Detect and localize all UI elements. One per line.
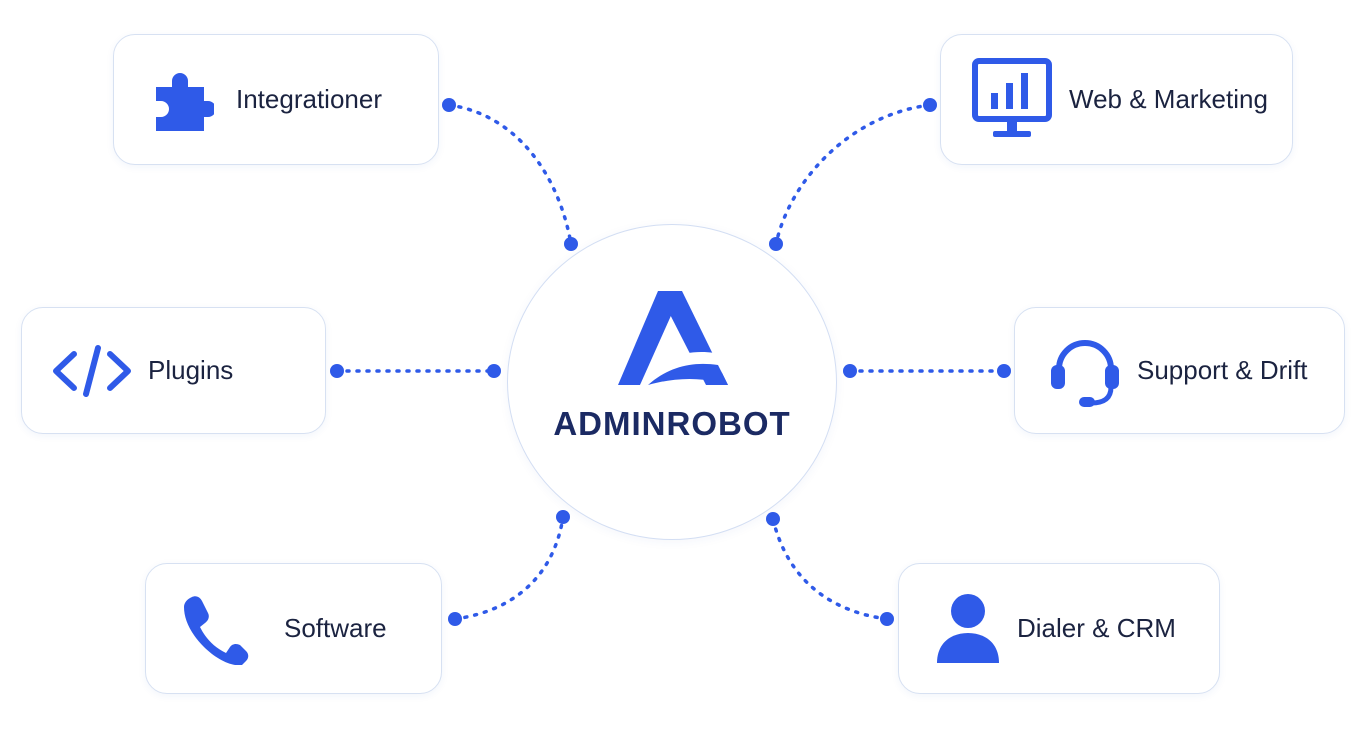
node-dialer-crm[interactable]: Dialer & CRM [898,563,1220,694]
node-plugins[interactable]: Plugins [21,307,326,434]
connector-dot [442,98,456,112]
connector-dot [997,364,1011,378]
connector-dot [487,364,501,378]
connector-integrationer [447,103,573,246]
node-label: Integrationer [236,84,382,114]
node-label: Software [284,613,387,643]
connector-dot [769,237,783,251]
hub-circle: ADMINROBOT [507,224,837,540]
node-integrationer[interactable]: Integrationer [113,34,439,165]
hub-name: ADMINROBOT [553,405,791,442]
connector-dot [766,512,780,526]
node-label: Web & Marketing [1069,84,1268,114]
connector-dot [556,510,570,524]
node-label: Support & Drift [1137,355,1308,385]
connector-dot [843,364,857,378]
connector-dot [448,612,462,626]
connector-dot [564,237,578,251]
node-web-marketing[interactable]: Web & Marketing [940,34,1293,165]
phone-icon [178,593,250,665]
connector-software [453,515,565,621]
puzzle-icon [152,69,214,131]
connector-web-marketing [774,103,932,246]
connector-dot [330,364,344,378]
adminrobot-a-logo [618,291,728,385]
monitor-chart-icon [971,57,1053,143]
connector-dialer-crm [771,517,889,621]
connector-dot [880,612,894,626]
headset-icon [1047,331,1123,411]
connector-dot [923,98,937,112]
code-icon [50,344,134,398]
user-icon [933,591,1003,667]
node-support-drift[interactable]: Support & Drift [1014,307,1345,434]
node-software[interactable]: Software [145,563,442,694]
node-label: Plugins [148,355,234,385]
node-label: Dialer & CRM [1017,613,1176,643]
